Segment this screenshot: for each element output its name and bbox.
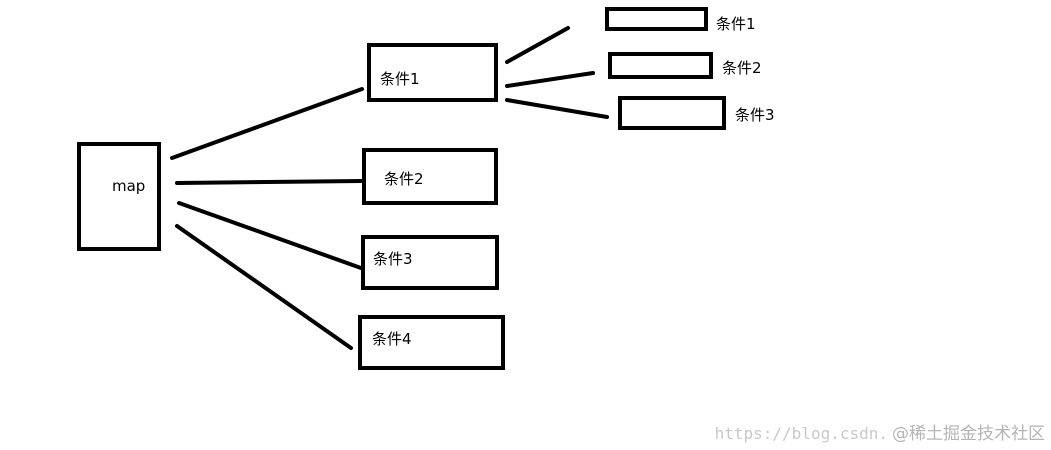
sub-condition3-node — [618, 96, 726, 130]
edge-condition1-to-sub1 — [505, 26, 570, 64]
condition3-node-label: 条件3 — [373, 250, 413, 268]
condition3-node — [361, 235, 499, 290]
map-node-label: map — [112, 177, 146, 195]
watermark-url: https://blog.csdn. — [714, 424, 888, 443]
edge-map-to-condition1 — [170, 87, 364, 160]
condition1-node-label: 条件1 — [380, 70, 420, 88]
edge-condition1-to-sub2 — [505, 71, 595, 88]
sub-condition1-label: 条件1 — [716, 15, 756, 33]
edge-map-to-condition2 — [175, 179, 364, 185]
edge-condition1-to-sub3 — [505, 98, 609, 119]
edge-map-to-condition4 — [175, 224, 353, 350]
condition1-node — [367, 43, 498, 102]
sub-condition1-node — [605, 7, 708, 31]
condition4-node — [358, 315, 505, 370]
condition2-node — [362, 148, 498, 205]
condition2-node-label: 条件2 — [384, 170, 424, 188]
sub-condition2-node — [608, 52, 713, 79]
watermark-brand: @稀土掘金技术社区 — [892, 424, 1045, 444]
edge-map-to-condition3 — [177, 201, 363, 270]
sub-condition2-label: 条件2 — [722, 59, 762, 77]
map-node — [77, 142, 161, 251]
condition4-node-label: 条件4 — [372, 330, 412, 348]
sub-condition3-label: 条件3 — [735, 106, 775, 124]
watermark: https://blog.csdn.@稀土掘金技术社区 — [715, 424, 1045, 444]
